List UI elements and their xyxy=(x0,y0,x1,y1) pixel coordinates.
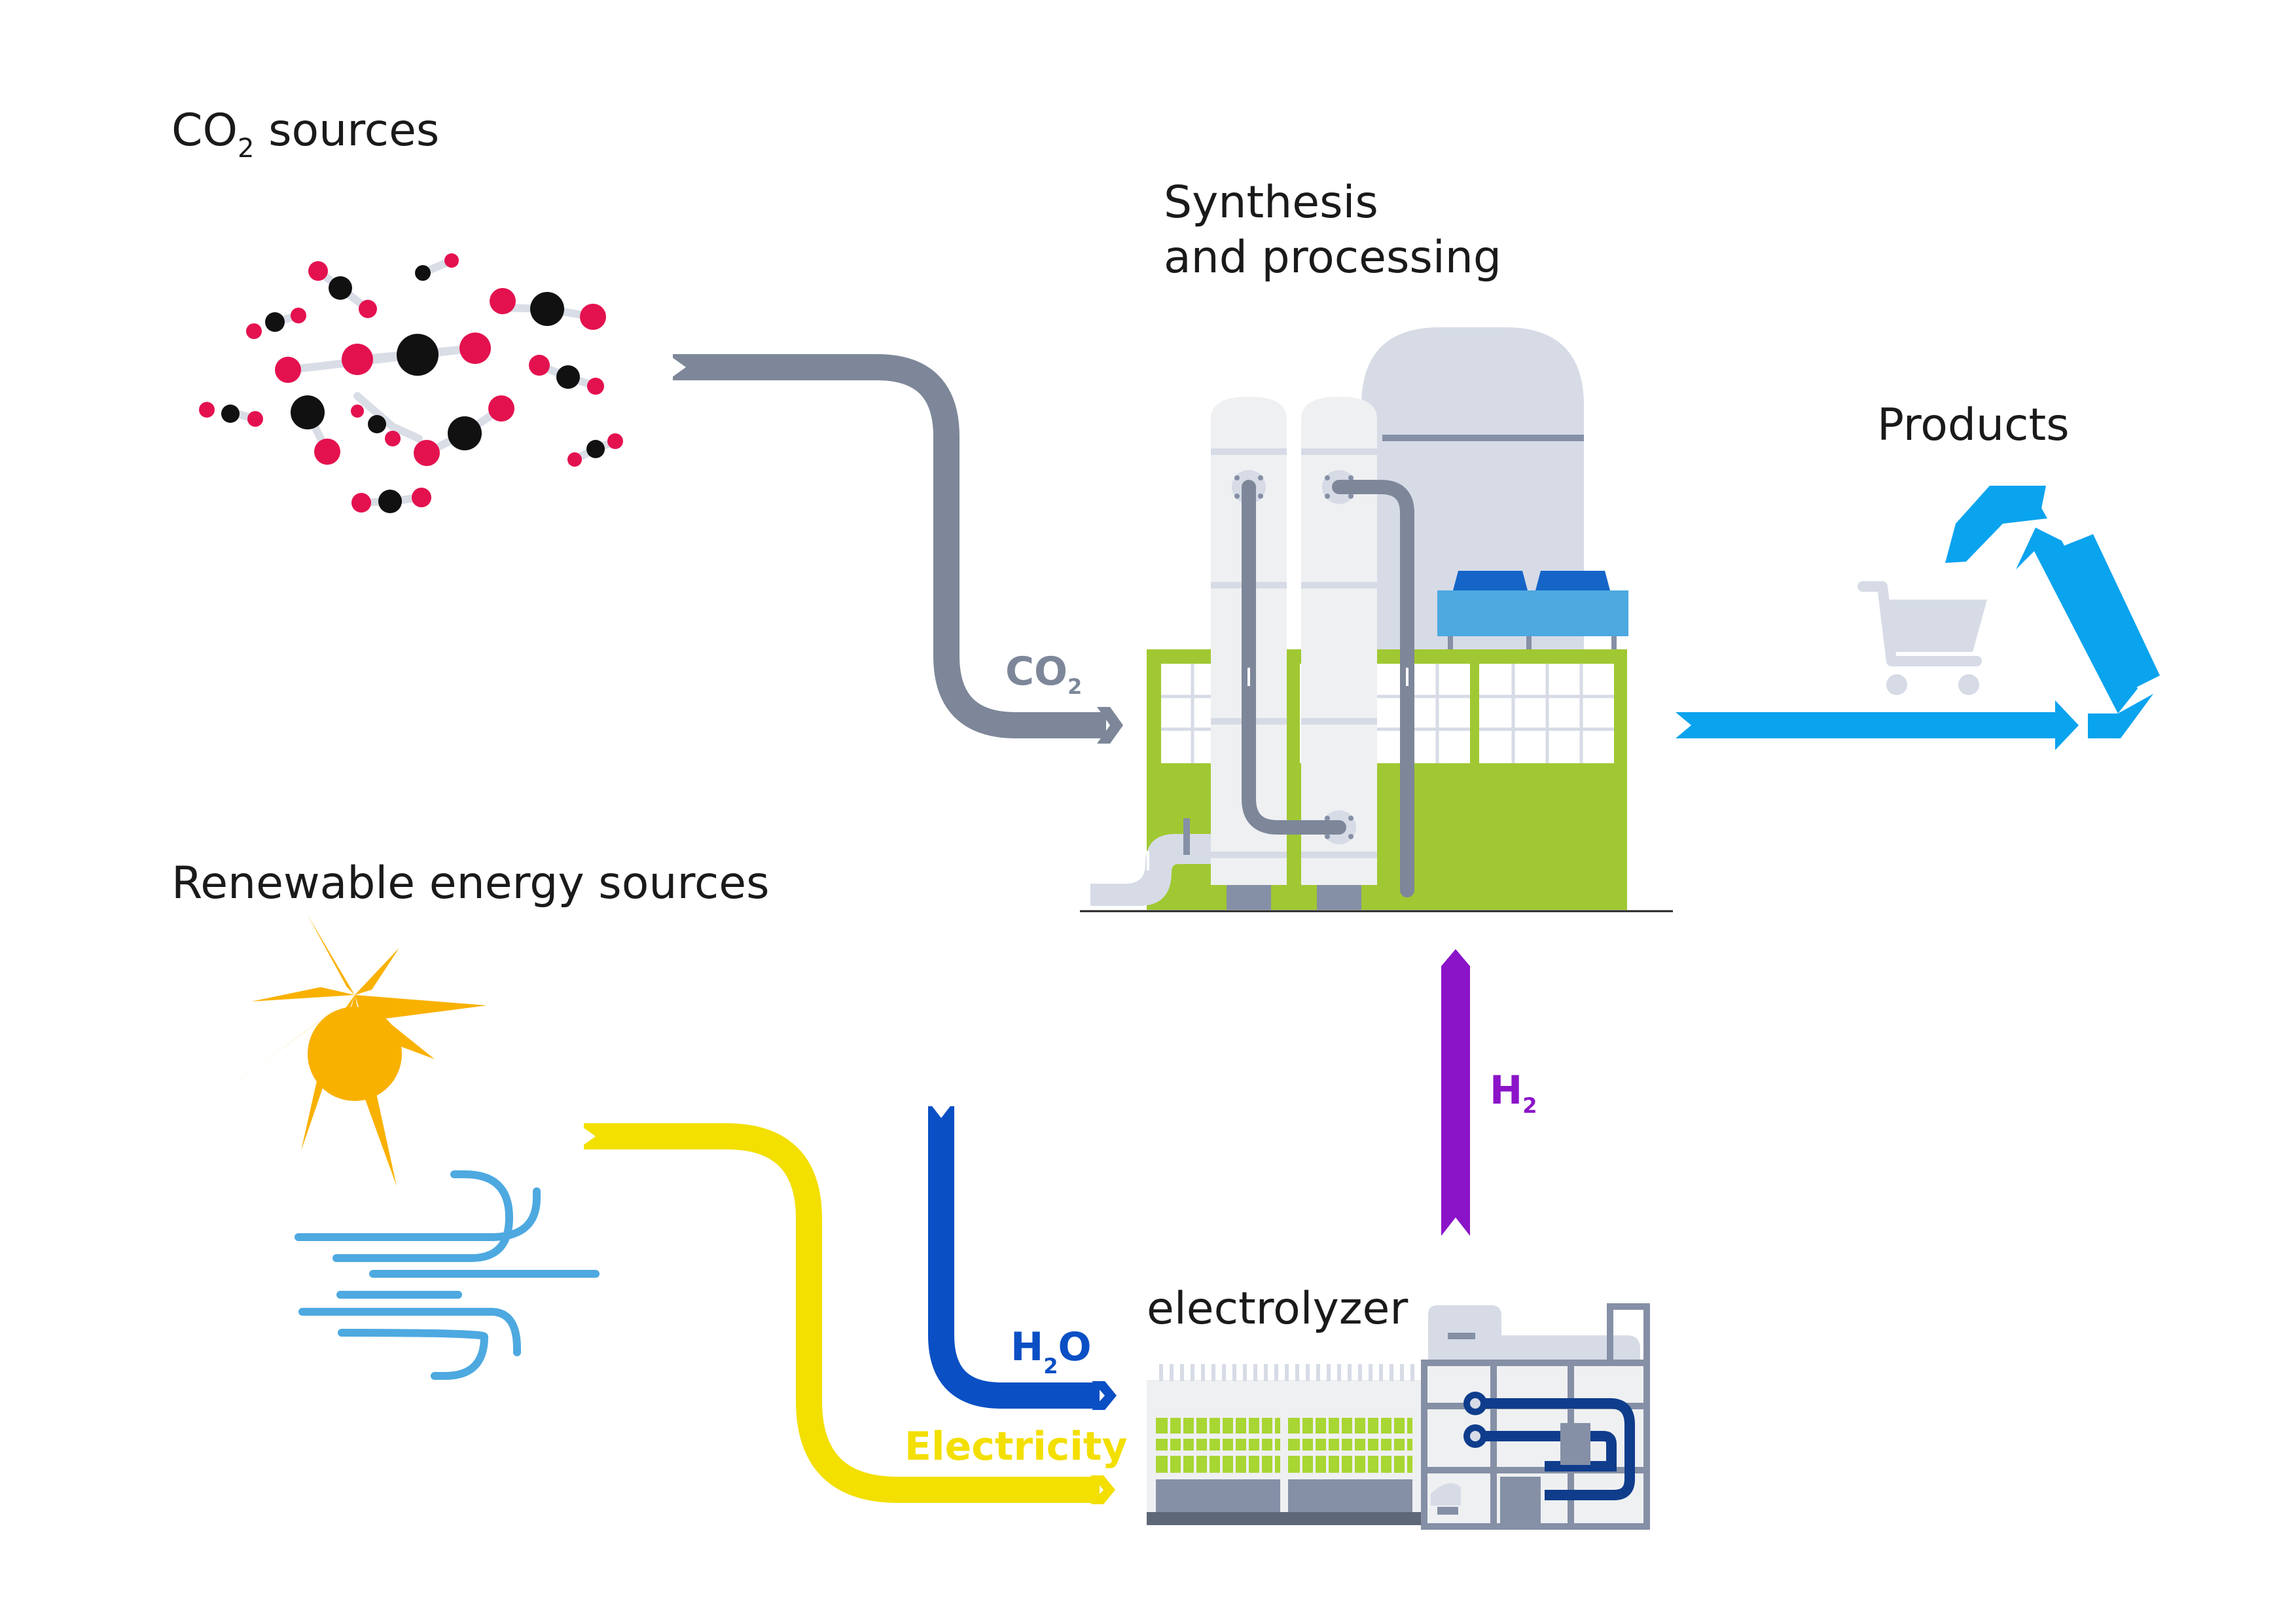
co2-flow-label: CO2 xyxy=(1005,649,1082,699)
sun-icon xyxy=(216,915,487,1186)
synthesis-title-line1: Synthesis xyxy=(1164,177,1378,228)
co2-sources-title: CO2 sources xyxy=(171,105,439,164)
h2-flow-label: H2 xyxy=(1490,1068,1537,1118)
co2-flow-arrow: CO2 xyxy=(668,354,1123,744)
electrolyzer-title: electrolyzer xyxy=(1147,1283,1408,1335)
electricity-flow-label: Electricity xyxy=(905,1424,1128,1470)
h2o-flow-label: H2O xyxy=(1011,1324,1092,1379)
electrolyzer-icon xyxy=(1147,1303,1650,1530)
co2-molecules-icon xyxy=(199,253,623,513)
synthesis-title-line2: and processing xyxy=(1164,232,1501,283)
plant-icon xyxy=(1080,327,1673,912)
recycle-icon xyxy=(1945,486,2160,738)
wind-icon xyxy=(295,1170,600,1380)
h2-flow-arrow: H2 xyxy=(1441,949,1537,1236)
renewable-title: Renewable energy sources xyxy=(171,857,770,909)
products-flow-arrow xyxy=(1676,700,2079,750)
h2o-flow-arrow: H2O xyxy=(928,1101,1117,1410)
electricity-flow-arrow: Electricity xyxy=(577,1123,1128,1504)
shopping-cart-icon xyxy=(1857,581,1987,695)
products-title: Products xyxy=(1877,399,2070,451)
